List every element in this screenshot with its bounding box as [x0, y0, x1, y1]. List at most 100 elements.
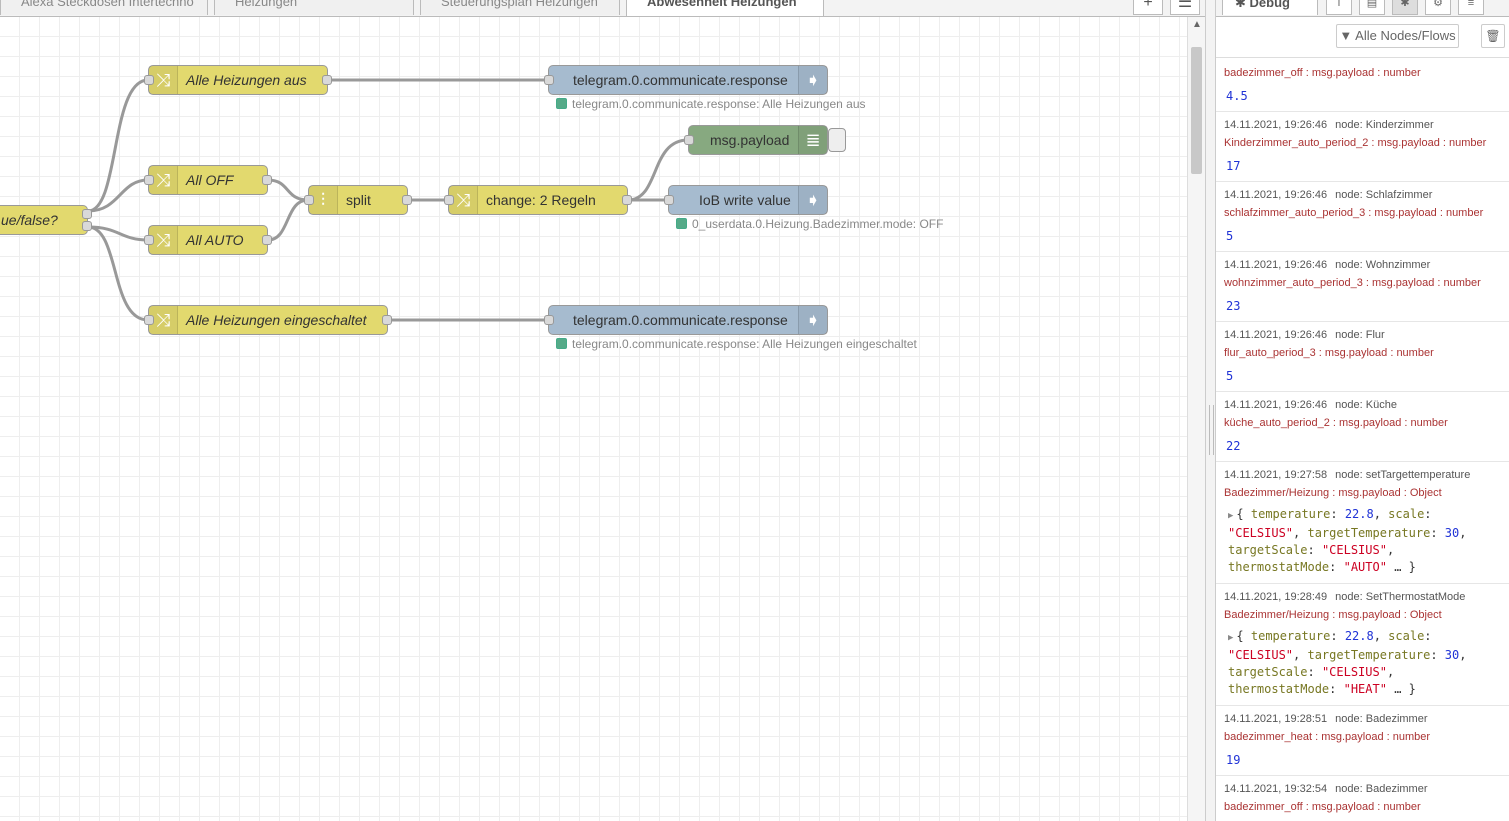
debug-toggle-button[interactable]: [828, 128, 846, 152]
workspace-scrollbar[interactable]: ▲: [1187, 17, 1205, 821]
wire-layer: [87, 78, 689, 322]
config-tab-button[interactable]: ⚙: [1425, 0, 1451, 15]
change-node-2-regeln[interactable]: ⤨ change: 2 Regeln: [444, 185, 632, 215]
message-topic: flur_auto_period_3 : msg.payload : numbe…: [1224, 347, 1434, 359]
debug-sidebar: ✱ Debug i ▤ ✱ ⚙ ≡ ▼ Alle Nodes/Flows 🗑 b…: [1216, 0, 1509, 821]
node-label: change: 2 Regeln: [486, 192, 596, 208]
change-node-alle-heizungen-aus[interactable]: ⤨ Alle Heizungen aus: [144, 65, 332, 95]
debug-tab-button[interactable]: ✱: [1392, 0, 1418, 15]
tab-debug[interactable]: ✱ Debug: [1222, 0, 1318, 15]
switch-node[interactable]: ue/false?: [0, 205, 92, 235]
clear-debug-button[interactable]: 🗑: [1481, 24, 1505, 48]
tab-abwesenheit-heizungen[interactable]: Abwesenheit Heizungen: [626, 0, 824, 16]
telegram-response-node-2[interactable]: telegram.0.communicate.response ➧: [544, 305, 828, 335]
key: thermostatMode: [1228, 560, 1330, 574]
expand-icon[interactable]: ▶: [1228, 511, 1234, 521]
debug-node-msg-payload[interactable]: msg.payload ≣: [684, 125, 828, 155]
tab-steuerungsplan-heizungen[interactable]: Steuerungsplan Heizungen: [420, 0, 620, 15]
output-port[interactable]: [322, 75, 332, 85]
input-port[interactable]: [684, 135, 694, 145]
node-status: telegram.0.communicate.response: Alle He…: [556, 337, 917, 351]
add-flow-button[interactable]: +: [1133, 0, 1163, 15]
plus-icon: +: [1143, 0, 1153, 11]
help-tab-button[interactable]: ▤: [1359, 0, 1385, 15]
output-port[interactable]: [402, 195, 412, 205]
value: "CELSIUS": [1321, 665, 1387, 679]
message-object[interactable]: ▶{ temperature: 22.8, scale:"CELSIUS", t…: [1228, 629, 1467, 696]
input-port[interactable]: [144, 235, 154, 245]
split-node[interactable]: ⫶ split: [304, 185, 412, 215]
message-node[interactable]: node: Wohnzimmer: [1335, 259, 1431, 271]
input-port[interactable]: [544, 75, 554, 85]
input-port[interactable]: [544, 315, 554, 325]
input-port[interactable]: [144, 315, 154, 325]
node-label: Alle Heizungen aus: [186, 72, 307, 88]
change-node-all-off[interactable]: ⤨ All OFF: [144, 165, 272, 195]
bug-icon: ✱: [1400, 0, 1410, 9]
output-port[interactable]: [82, 209, 92, 219]
message-node[interactable]: node: Schlafzimmer: [1335, 189, 1433, 201]
tab-alexa-steckdosen[interactable]: Alexa Steckdosen Intertechno: [0, 0, 208, 15]
scroll-up-icon[interactable]: ▲: [1192, 19, 1202, 30]
output-port[interactable]: [622, 195, 632, 205]
value: "CELSIUS": [1321, 543, 1387, 557]
database-icon: ≡: [1467, 0, 1475, 9]
value: 22.8: [1344, 507, 1374, 521]
info-tab-button[interactable]: i: [1326, 0, 1352, 15]
output-port[interactable]: [82, 221, 92, 231]
input-port[interactable]: [304, 195, 314, 205]
expand-icon[interactable]: ▶: [1228, 633, 1234, 643]
change-node-alle-heizungen-eingeschaltet[interactable]: ⤨ Alle Heizungen eingeschaltet: [144, 305, 392, 335]
key: targetTemperature: [1307, 648, 1431, 662]
message-node[interactable]: node: Badezimmer: [1335, 783, 1428, 795]
iob-write-value-node[interactable]: IoB write value ➧: [664, 185, 828, 215]
value: 22.8: [1344, 629, 1374, 643]
message-node[interactable]: node: Kinderzimmer: [1335, 119, 1434, 131]
message-timestamp: 14.11.2021, 19:28:51: [1224, 713, 1328, 725]
change-node-all-auto[interactable]: ⤨ All AUTO: [144, 225, 272, 255]
filter-button[interactable]: ▼ Alle Nodes/Flows: [1336, 24, 1459, 48]
input-port[interactable]: [144, 75, 154, 85]
key: scale: [1388, 629, 1425, 643]
scroll-thumb[interactable]: [1191, 47, 1202, 174]
tab-heizungen[interactable]: Heizungen: [214, 0, 414, 15]
context-tab-button[interactable]: ≡: [1458, 0, 1484, 15]
input-port[interactable]: [444, 195, 454, 205]
message-node[interactable]: node: SetThermostatMode: [1335, 591, 1466, 603]
output-port[interactable]: [382, 315, 392, 325]
grip-icon: [1209, 405, 1214, 455]
flow-workspace[interactable]: ue/false? ⤨ Alle Heizungen aus ⤨ All OFF…: [0, 17, 1187, 821]
message-object[interactable]: ▶{ temperature: 22.8, scale:"CELSIUS", t…: [1228, 507, 1467, 574]
output-port[interactable]: [262, 175, 272, 185]
output-port[interactable]: [262, 235, 272, 245]
input-port[interactable]: [144, 175, 154, 185]
message-node[interactable]: node: Flur: [1335, 329, 1385, 341]
message-node[interactable]: node: Küche: [1335, 399, 1397, 411]
status-text: 0_userdata.0.Heizung.Badezimmer.mode: OF…: [692, 217, 944, 231]
message-node[interactable]: node: setTargettemperature: [1335, 469, 1471, 481]
node-label: ue/false?: [1, 212, 58, 228]
input-port[interactable]: [664, 195, 674, 205]
telegram-response-node-1[interactable]: telegram.0.communicate.response ➧: [544, 65, 828, 95]
wire: [87, 225, 149, 242]
message-value: 17: [1226, 159, 1241, 173]
flow-list-button[interactable]: ☰: [1170, 0, 1200, 15]
sidebar-splitter[interactable]: [1205, 0, 1216, 821]
message-node[interactable]: node: Badezimmer: [1335, 713, 1428, 725]
message-timestamp: 14.11.2021, 19:26:46: [1224, 399, 1328, 411]
